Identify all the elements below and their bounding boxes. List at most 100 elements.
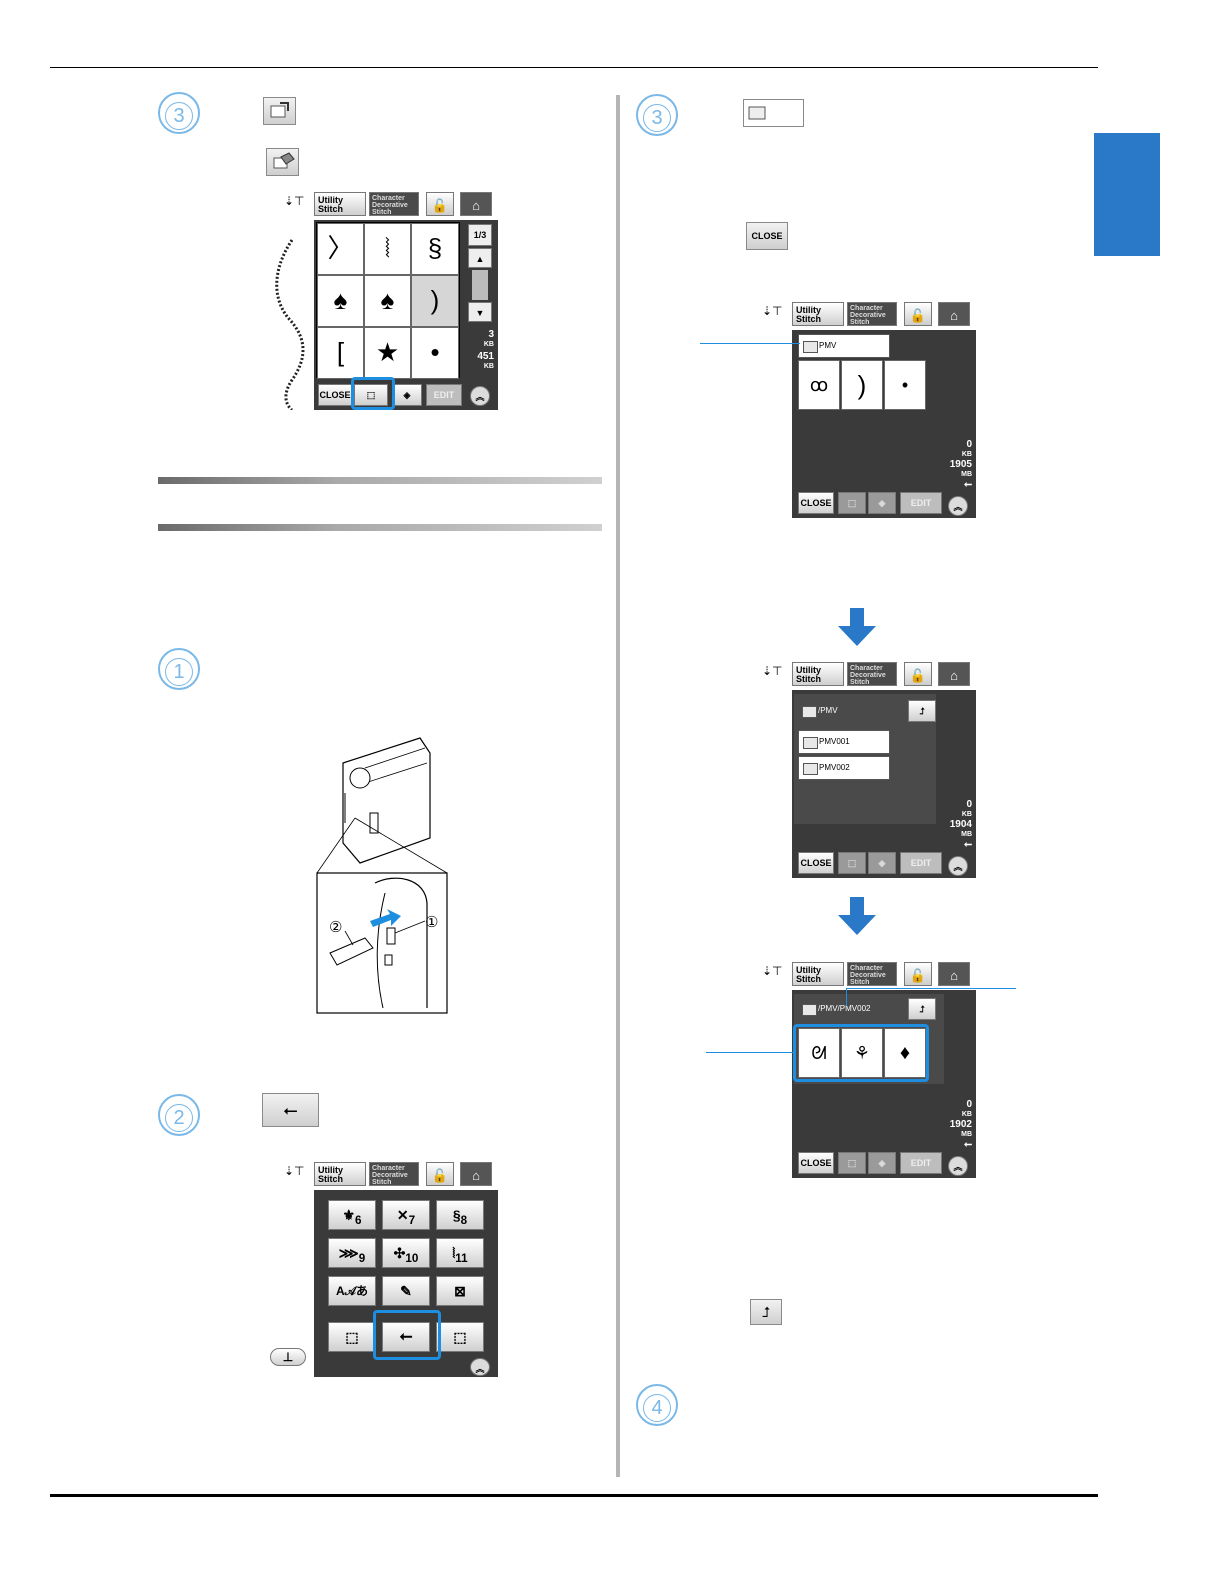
pattern-cell[interactable]: ★ (364, 327, 411, 379)
edit-button[interactable]: EDIT (900, 492, 942, 514)
lock-icon[interactable]: 🔓 (904, 662, 932, 686)
machine-screen-categories: ⇣⊤ Utility Stitch Character Decorative S… (262, 1160, 498, 1377)
delete-button[interactable]: ◈ (868, 1152, 896, 1174)
pattern-cell-selected[interactable]: ) (411, 275, 459, 327)
arrow-down-icon (838, 608, 876, 646)
expand-icon[interactable]: ︽ (470, 386, 490, 406)
pattern-cell[interactable]: ⦚ (364, 223, 411, 275)
save-button[interactable]: ⬚ (838, 1152, 866, 1174)
lock-icon[interactable]: 🔓 (904, 962, 932, 986)
home-icon[interactable]: ⌂ (938, 662, 970, 686)
pattern-cell[interactable]: ♠ (364, 275, 411, 327)
parent-folder-button[interactable]: ⮥ (908, 700, 936, 722)
scrollbar[interactable] (472, 270, 488, 300)
utility-stitch-tab[interactable]: Utility Stitch (792, 962, 844, 986)
edit-button[interactable]: EDIT (900, 1152, 942, 1174)
utility-stitch-tab[interactable]: Utility Stitch (314, 1162, 366, 1186)
pattern-cell[interactable]: § (411, 223, 459, 275)
pattern-cell[interactable]: ⚘ (841, 1028, 883, 1078)
parent-folder-button[interactable]: ⮥ (908, 998, 936, 1020)
folder-pmv001[interactable]: PMV001 (798, 730, 890, 754)
close-button[interactable]: CLOSE (798, 492, 834, 514)
utility-stitch-tab[interactable]: Utility Stitch (792, 662, 844, 686)
home-icon[interactable]: ⌂ (938, 962, 970, 986)
home-icon[interactable]: ⌂ (460, 1162, 492, 1186)
lock-icon[interactable]: 🔓 (426, 192, 454, 216)
machine-memory-button[interactable]: ⬚ (328, 1322, 376, 1352)
delete-button[interactable]: ◈ (868, 492, 896, 514)
bottom-rule (50, 1494, 1098, 1497)
character-decorative-tab[interactable]: Character Decorative Stitch (369, 1162, 419, 1186)
presser-foot-icon[interactable]: ⊥ (270, 1348, 306, 1366)
close-button[interactable]: CLOSE (798, 852, 834, 874)
close-icon: CLOSE (746, 222, 788, 250)
pattern-cell[interactable]: ♠ (317, 275, 364, 327)
my-custom-stitch-button[interactable]: ✎ (382, 1276, 430, 1306)
character-decorative-tab[interactable]: Character Decorative Stitch (847, 662, 897, 686)
delete-button[interactable]: ◈ (392, 384, 422, 406)
character-decorative-tab[interactable]: Character Decorative Stitch (369, 192, 419, 216)
step-3-marker: 3 (158, 92, 200, 134)
save-button[interactable]: ⬚ (838, 852, 866, 874)
pattern-cell[interactable]: ꝏ (798, 360, 840, 410)
current-path: /PMV/PMV002 (798, 998, 898, 1022)
delete-eraser-icon (266, 148, 299, 176)
needle-icon: ⇣⊤ (762, 304, 783, 318)
folder-icon (743, 99, 804, 127)
category-8-button[interactable]: §8 (436, 1200, 484, 1230)
edit-button[interactable]: EDIT (426, 384, 462, 406)
expand-icon[interactable]: ︽ (948, 1156, 968, 1176)
pattern-cell[interactable]: ♦ (884, 1028, 926, 1078)
pattern-cell[interactable]: • (411, 327, 459, 379)
image-design-button[interactable]: ⊠ (436, 1276, 484, 1306)
pattern-cell[interactable]: 〉 (317, 223, 364, 275)
delete-button[interactable]: ◈ (868, 852, 896, 874)
scroll-down-icon[interactable]: ▼ (468, 302, 492, 322)
expand-icon[interactable]: ︽ (470, 1358, 490, 1376)
category-11-button[interactable]: ⦚11 (436, 1238, 484, 1268)
character-decorative-tab[interactable]: Character Decorative Stitch (847, 302, 897, 326)
column-divider (616, 95, 620, 1477)
category-6-button[interactable]: ⚜6 (328, 1200, 376, 1230)
section-bar-top (158, 477, 602, 484)
save-button[interactable]: ⬚ (838, 492, 866, 514)
category-10-button[interactable]: ✣10 (382, 1238, 430, 1268)
machine-screen-pmv002-folder: ⇣⊤ Utility Stitch Character Decorative S… (740, 960, 976, 1178)
category-9-button[interactable]: ⋙9 (328, 1238, 376, 1268)
utility-stitch-tab[interactable]: Utility Stitch (792, 302, 844, 326)
folder-pmv[interactable]: PMV (798, 334, 890, 358)
parent-folder-icon: ⮥ (750, 1299, 782, 1325)
page-indicator: 1/3 (468, 224, 492, 246)
expand-icon[interactable]: ︽ (948, 496, 968, 516)
home-icon[interactable]: ⌂ (460, 192, 492, 216)
home-icon[interactable]: ⌂ (938, 302, 970, 326)
usb-button[interactable]: ⭠ (382, 1322, 430, 1352)
lock-icon[interactable]: 🔓 (426, 1162, 454, 1186)
scroll-up-icon[interactable]: ▲ (468, 248, 492, 268)
close-button[interactable]: CLOSE (798, 1152, 834, 1174)
close-button[interactable]: CLOSE (318, 384, 352, 406)
category-7-button[interactable]: ✕7 (382, 1200, 430, 1230)
lock-icon[interactable]: 🔓 (904, 302, 932, 326)
character-decorative-tab[interactable]: Character Decorative Stitch (847, 962, 897, 986)
callout-line-path (846, 988, 1016, 989)
utility-stitch-tab[interactable]: Utility Stitch (314, 192, 366, 216)
pattern-cell[interactable]: ᘛ (798, 1028, 840, 1078)
computer-button[interactable]: ⬚ (436, 1322, 484, 1352)
pattern-cell[interactable]: [ (317, 327, 364, 379)
usb-media-icon: ⭠ (964, 479, 972, 490)
machine-screen-pattern-list: ⇣⊤ Utility Stitch Character Decorative S… (262, 190, 498, 410)
usb-media-icon: ⭠ (262, 1093, 319, 1127)
current-path: /PMV (798, 700, 858, 724)
expand-icon[interactable]: ︽ (948, 856, 968, 876)
pattern-cell[interactable]: ) (841, 360, 883, 410)
save-button[interactable]: ⬚ (354, 384, 388, 406)
character-font-button[interactable]: A𝒜あ (328, 1276, 376, 1306)
callout-usb-port: ① (425, 914, 439, 931)
edit-button[interactable]: EDIT (900, 852, 942, 874)
pattern-cell[interactable]: • (884, 360, 926, 410)
folder-pmv002[interactable]: PMV002 (798, 756, 890, 780)
